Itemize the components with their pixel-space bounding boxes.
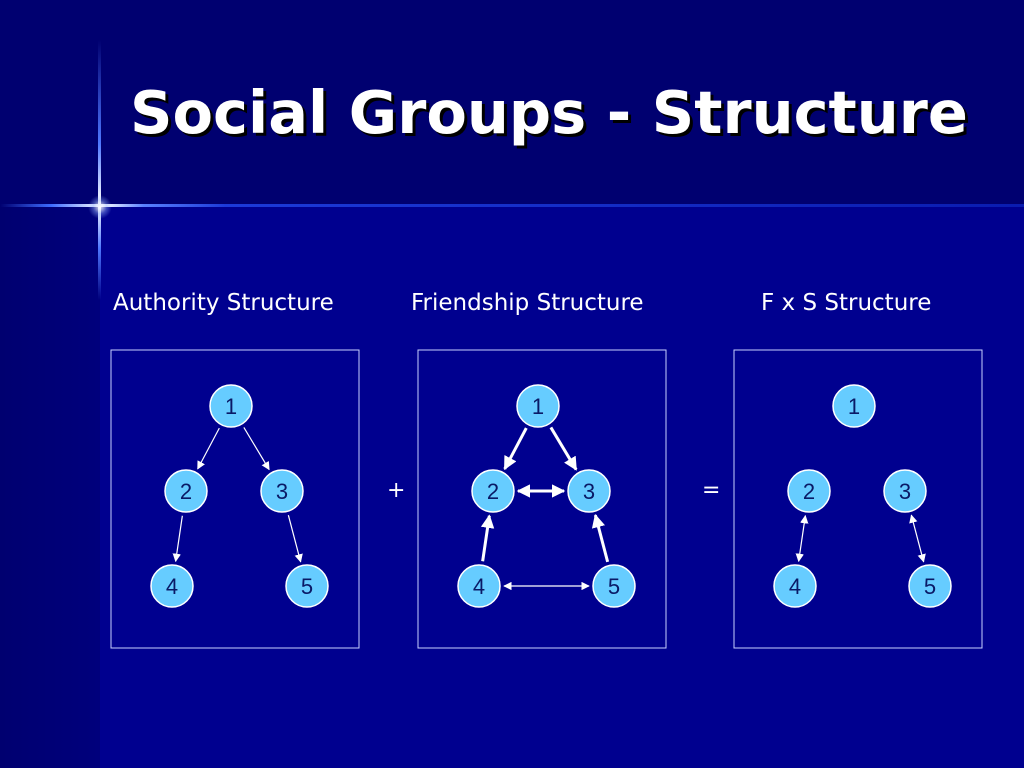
fxs-structure-box	[733, 349, 983, 649]
fxs-node-circle-3	[883, 469, 927, 513]
authority-node-label-3: 3	[276, 479, 288, 504]
fxs-node-3: 3	[883, 469, 927, 513]
equals-operator: =	[702, 478, 721, 503]
fxs-node-2: 2	[787, 469, 831, 513]
authority-node-3: 3	[260, 469, 304, 513]
fxs-node-circle-5	[908, 564, 952, 608]
authority-node-5: 5	[285, 564, 329, 608]
authority-node-circle-3	[260, 469, 304, 513]
fxs-node-label-3: 3	[899, 479, 911, 504]
fxs-node-1: 1	[832, 384, 876, 428]
friendship-edge-5-3	[591, 513, 610, 563]
plus-operator: +	[387, 478, 406, 503]
friendship-node-circle-4	[457, 564, 501, 608]
friendship-edge-1-3	[549, 426, 578, 471]
friendship-node-label-5: 5	[608, 574, 620, 599]
fxs-node-5: 5	[908, 564, 952, 608]
fxs-node-circle-2	[787, 469, 831, 513]
fxs-node-4: 4	[773, 564, 817, 608]
fxs-node-label-2: 2	[803, 479, 815, 504]
authority-node-label-1: 1	[225, 394, 237, 419]
friendship-edge-1-2	[503, 427, 528, 471]
friendship-node-label-4: 4	[473, 574, 485, 599]
title-background-band	[0, 0, 1024, 207]
authority-structure-box	[110, 349, 360, 649]
authority-edge-1-2	[197, 427, 220, 470]
friendship-node-3: 3	[567, 469, 611, 513]
friendship-node-circle-2	[471, 469, 515, 513]
friendship-node-1: 1	[516, 384, 560, 428]
authority-edge-1-3	[243, 427, 270, 471]
friendship-structure-label: Friendship Structure	[411, 290, 644, 316]
fxs-node-circle-1	[832, 384, 876, 428]
friendship-node-4: 4	[457, 564, 501, 608]
slide-title: Social Groups - Structure	[130, 78, 968, 147]
friendship-node-label-3: 3	[583, 479, 595, 504]
fxs-edge-2-4	[795, 514, 809, 563]
friendship-node-circle-3	[567, 469, 611, 513]
fxs-node-label-5: 5	[924, 574, 936, 599]
fxs-node-label-1: 1	[848, 394, 860, 419]
authority-structure-label: Authority Structure	[113, 290, 334, 316]
friendship-node-2: 2	[471, 469, 515, 513]
flare-glow	[88, 195, 112, 219]
authority-node-1: 1	[209, 384, 253, 428]
fxs-node-label-4: 4	[789, 574, 801, 599]
fxs-structure-label: F x S Structure	[761, 290, 932, 316]
authority-node-circle-4	[150, 564, 194, 608]
friendship-node-5: 5	[592, 564, 636, 608]
authority-node-circle-5	[285, 564, 329, 608]
authority-node-circle-1	[209, 384, 253, 428]
authority-node-4: 4	[150, 564, 194, 608]
vertical-light-flare	[98, 40, 101, 300]
authority-node-circle-2	[164, 469, 208, 513]
fxs-node-circle-4	[773, 564, 817, 608]
friendship-edge-4-2	[480, 514, 495, 562]
authority-edge-2-4	[172, 515, 183, 563]
friendship-node-label-1: 1	[532, 394, 544, 419]
fxs-edge-3-5	[909, 514, 926, 563]
authority-node-label-4: 4	[166, 574, 178, 599]
authority-edge-3-5	[287, 515, 303, 563]
authority-node-2: 2	[164, 469, 208, 513]
horizontal-light-flare	[0, 204, 1024, 207]
friendship-node-circle-5	[592, 564, 636, 608]
friendship-node-circle-1	[516, 384, 560, 428]
authority-node-label-5: 5	[301, 574, 313, 599]
friendship-structure-box	[417, 349, 667, 649]
friendship-node-label-2: 2	[487, 479, 499, 504]
authority-node-label-2: 2	[180, 479, 192, 504]
